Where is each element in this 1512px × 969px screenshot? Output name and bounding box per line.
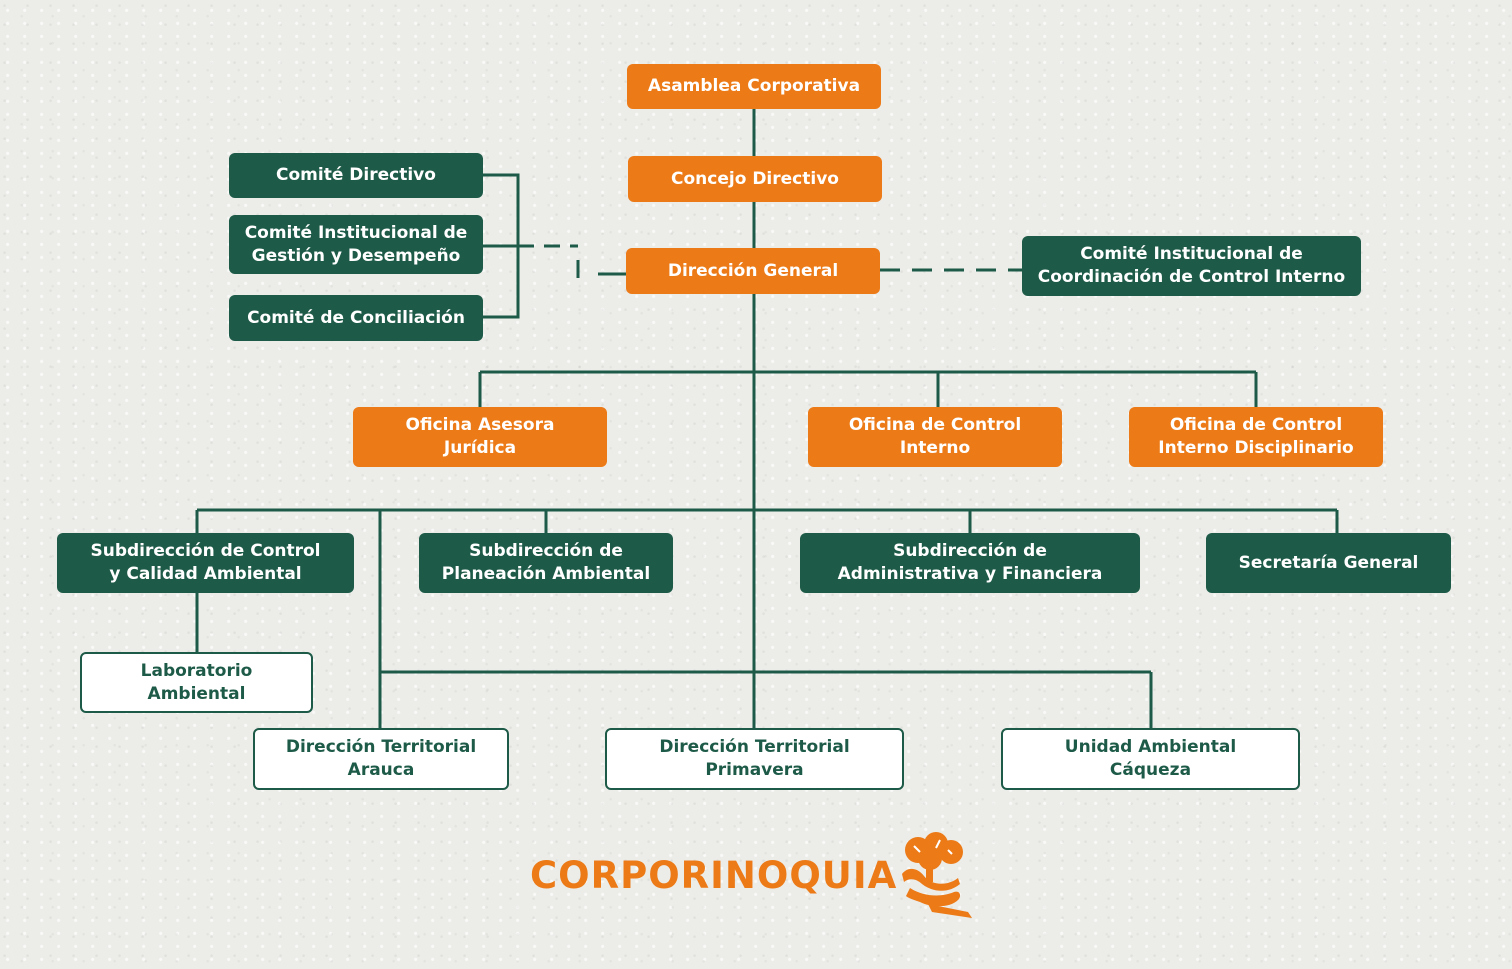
direccion-general-box: Dirección General [626,248,880,294]
subdireccion-planeacion-box: Subdirección de Planeación Ambiental [419,533,673,593]
laboratorio-ambiental-box: Laboratorio Ambiental [80,652,313,713]
comite-directivo-box: Comité Directivo [229,153,483,198]
oficina-control-disciplinario-box: Oficina de Control Interno Disciplinario [1129,407,1383,467]
oficina-control-interno-box: Oficina de Control Interno [808,407,1062,467]
tree-river-logo-icon [902,832,972,918]
unidad-ambiental-caqueza-box: Unidad Ambiental Cáqueza [1001,728,1300,790]
asamblea-corporativa-box: Asamblea Corporativa [627,64,881,109]
brand-wordmark: CORPORINOQUIA [530,854,898,897]
comite-control-interno-box: Comité Institucional de Coordinación de … [1022,236,1361,296]
oficina-asesora-juridica-box: Oficina Asesora Jurídica [353,407,607,467]
concejo-directivo-box: Concejo Directivo [628,156,882,202]
secretaria-general-box: Secretaría General [1206,533,1451,593]
comite-conciliacion-box: Comité de Conciliación [229,295,483,341]
direccion-territorial-primavera-box: Dirección Territorial Primavera [605,728,904,790]
comite-gestion-desempeno-box: Comité Institucional de Gestión y Desemp… [229,215,483,274]
subdireccion-control-calidad-box: Subdirección de Control y Calidad Ambien… [57,533,354,593]
subdireccion-administrativa-box: Subdirección de Administrativa y Financi… [800,533,1140,593]
direccion-territorial-arauca-box: Dirección Territorial Arauca [253,728,509,790]
